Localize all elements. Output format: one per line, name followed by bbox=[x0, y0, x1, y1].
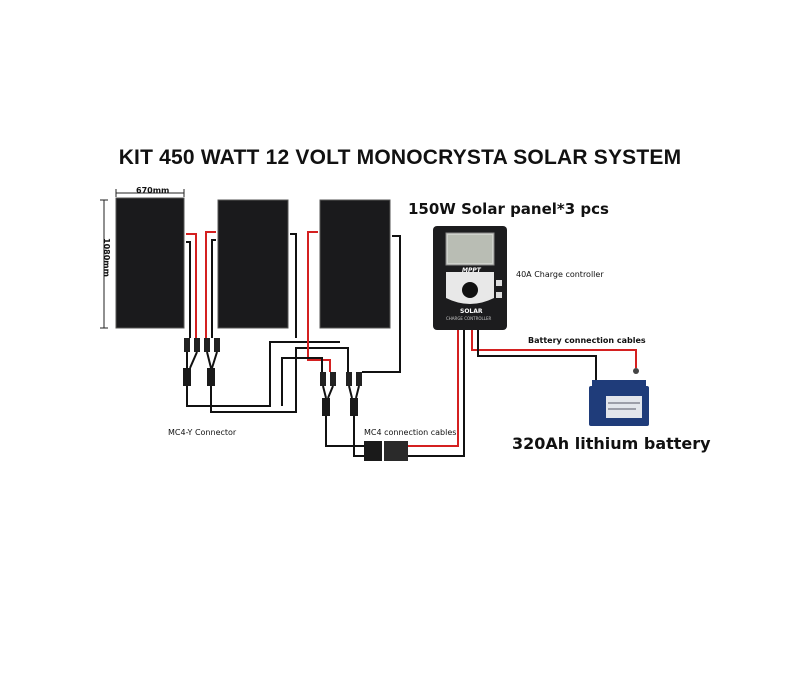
mc4-inline-connectors bbox=[364, 441, 408, 461]
right-y-wires bbox=[322, 385, 360, 399]
height-dimension bbox=[100, 199, 108, 329]
controller-logo-text: SOLAR bbox=[460, 308, 483, 315]
controller-button-icon bbox=[462, 282, 478, 298]
controller-label: 40A Charge controller bbox=[516, 270, 604, 279]
solar-panel-3 bbox=[319, 199, 391, 329]
charge-controller bbox=[433, 226, 507, 330]
battery-ring-terminal-icon bbox=[633, 368, 639, 374]
panel-width-label: 670mm bbox=[136, 186, 170, 195]
panel-leads bbox=[186, 231, 401, 338]
mc4-y-connector-label: MC4-Y Connector bbox=[168, 428, 237, 437]
solar-panel-2 bbox=[217, 199, 289, 329]
solar-panel-1 bbox=[115, 197, 185, 329]
battery-cable-label: Battery connection cables bbox=[528, 336, 646, 345]
mc4-connection-cables-label: MC4 connection cables bbox=[364, 428, 457, 437]
diagram-title: KIT 450 WATT 12 VOLT MONOCRYSTA SOLAR SY… bbox=[118, 146, 682, 169]
controller-sub-text: CHARGE CONTROLLER bbox=[446, 316, 492, 321]
width-dimension bbox=[115, 189, 185, 197]
panel-height-label: 1080mm bbox=[102, 238, 111, 277]
interconnect-wires bbox=[187, 338, 401, 413]
mc4-y-connector-right bbox=[320, 372, 362, 416]
panel-caption: 150W Solar panel*3 pcs bbox=[408, 200, 609, 218]
mc4-y-connector-left bbox=[183, 338, 220, 386]
lithium-battery bbox=[589, 380, 649, 426]
mc4-connection-cables bbox=[325, 328, 465, 457]
controller-brand: MPPT bbox=[462, 267, 481, 274]
battery-caption: 320Ah lithium battery bbox=[512, 434, 711, 453]
battery-cables bbox=[471, 330, 637, 380]
